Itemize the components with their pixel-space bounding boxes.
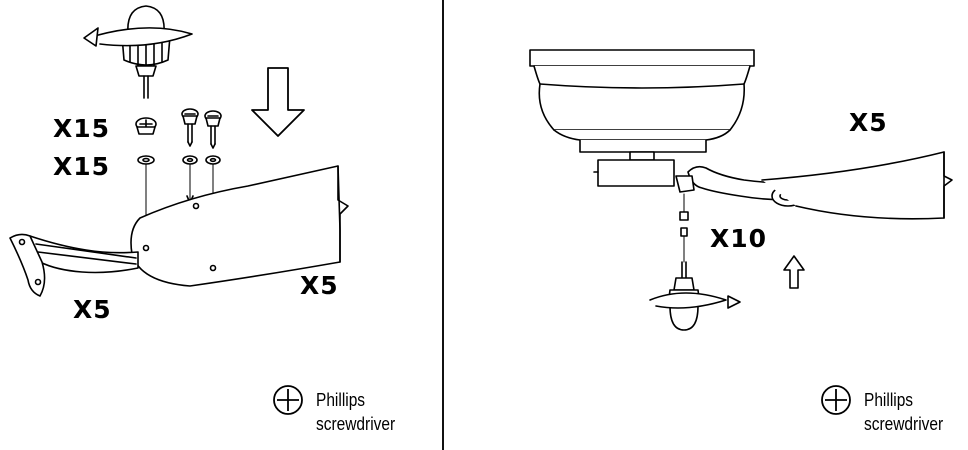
panel-divider (442, 0, 444, 450)
screw-icon (135, 117, 157, 165)
tool-name-line2: screwdriver (864, 414, 944, 434)
brackets-quantity-label: X5 (73, 295, 112, 324)
blade-bracket-illustration (9, 5, 349, 297)
blades-quantity-label: X5 (300, 271, 339, 300)
down-arrow-icon (251, 67, 305, 137)
tool-name: Phillips screwdriver (316, 388, 395, 436)
tool-name-line2: screwdriver (316, 414, 396, 434)
tool-name-line1: Phillips (316, 390, 366, 410)
tool-name-line1: Phillips (864, 390, 914, 410)
motor-housing-icon (529, 49, 755, 187)
fan-blade-icon (761, 151, 953, 220)
phillips-cross-icon (273, 385, 303, 415)
screws-quantity-label: X15 (53, 114, 111, 143)
tool-name: Phillips screwdriver (864, 388, 943, 436)
screw-icon (679, 193, 689, 263)
rotate-arrow-icon (649, 292, 741, 309)
screwdriver-icon (121, 5, 171, 99)
phillips-cross-icon (821, 385, 851, 415)
fan-blade-icon (130, 165, 349, 287)
blades-quantity-label: X5 (849, 108, 888, 137)
screw-icon (181, 108, 199, 204)
right-step-panel: X5 X10 Phillips screwdriver (444, 0, 968, 450)
blade-bracket-icon (9, 233, 139, 297)
screws-quantity-label: X10 (710, 224, 768, 253)
rotate-arrow-icon (83, 27, 193, 47)
up-arrow-icon (783, 255, 805, 289)
motor-blade-attachment-illustration (529, 49, 953, 331)
left-step-panel: X15 X15 X5 X5 Phillips screwdriver (0, 0, 444, 450)
washers-quantity-label: X15 (53, 152, 111, 181)
